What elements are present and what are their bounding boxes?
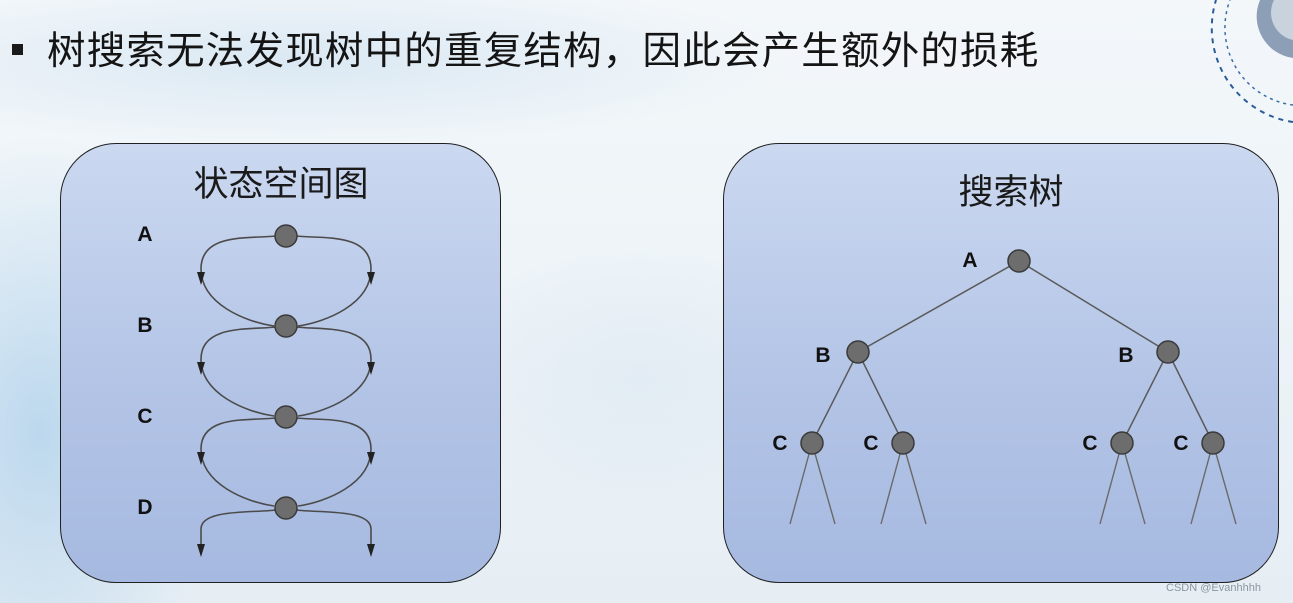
leaf-edge bbox=[1212, 442, 1237, 525]
edge-c-d-right bbox=[295, 417, 372, 507]
graph-node-c-label: C bbox=[137, 405, 152, 428]
tree-edge-a-b2 bbox=[1018, 260, 1169, 353]
leaf-edge bbox=[1190, 442, 1214, 525]
arrow-b-c-right bbox=[367, 362, 375, 375]
leaf-edge bbox=[1099, 442, 1123, 525]
leaf-edge bbox=[789, 442, 813, 525]
state-space-graph-panel: 状态空间图 A B C D bbox=[60, 143, 501, 583]
tree-edge-b2-c3 bbox=[1121, 351, 1169, 444]
leaf-edge bbox=[880, 442, 904, 525]
edge-a-b-right bbox=[295, 235, 372, 327]
tree-node-b-left bbox=[846, 340, 870, 364]
arrow-a-b-right bbox=[367, 272, 375, 285]
tree-node-c-1-label: C bbox=[772, 432, 787, 455]
tree-node-b-right bbox=[1156, 340, 1180, 364]
edge-d-out-left bbox=[200, 509, 277, 554]
tree-node-b-left-label: B bbox=[815, 344, 830, 367]
search-tree-diagram: 搜索树 A B B C C C C bbox=[772, 173, 1237, 525]
arrow-c-d-right bbox=[367, 452, 375, 465]
bullet-square-icon bbox=[12, 43, 23, 55]
tree-node-c-4-label: C bbox=[1173, 432, 1188, 455]
graph-node-a bbox=[274, 224, 298, 248]
edge-d-out-right bbox=[295, 509, 372, 554]
tree-edge-a-b1 bbox=[857, 260, 1020, 353]
leaf-edge bbox=[811, 442, 836, 525]
tree-node-a bbox=[1007, 249, 1031, 273]
graph-node-c bbox=[274, 405, 298, 429]
graph-node-b-label: B bbox=[137, 314, 152, 337]
bullet-point: 树搜索无法发现树中的重复结构，因此会产生额外的损耗 bbox=[12, 20, 1040, 76]
graph-node-b bbox=[274, 314, 298, 338]
tree-node-a-label: A bbox=[962, 249, 977, 272]
tree-node-c-2 bbox=[891, 431, 915, 455]
search-tree-title: 搜索树 bbox=[958, 173, 1063, 213]
tree-edge-b1-c1 bbox=[811, 351, 859, 444]
state-space-graph-title: 状态空间图 bbox=[193, 165, 368, 205]
arrow-d-out-right bbox=[367, 544, 375, 557]
tree-node-c-3 bbox=[1110, 431, 1134, 455]
arrow-d-out-left bbox=[197, 544, 205, 557]
tree-node-c-4 bbox=[1201, 431, 1225, 455]
graph-node-d bbox=[274, 496, 298, 520]
tree-node-b-right-label: B bbox=[1118, 344, 1133, 367]
arrow-a-b-left bbox=[197, 272, 205, 285]
arrow-b-c-left bbox=[197, 362, 205, 375]
leaf-edge bbox=[1121, 442, 1146, 525]
tree-node-c-3-label: C bbox=[1082, 432, 1097, 455]
edge-b-c-left bbox=[200, 326, 277, 417]
edge-b-c-right bbox=[295, 326, 372, 417]
bullet-text: 树搜索无法发现树中的重复结构，因此会产生额外的损耗 bbox=[47, 29, 1040, 74]
tree-edge-b2-c4 bbox=[1167, 351, 1214, 444]
tree-edge-b1-c2 bbox=[857, 351, 904, 444]
tree-node-c-1 bbox=[800, 431, 824, 455]
search-tree-panel: 搜索树 A B B C C C C bbox=[723, 143, 1279, 583]
state-space-graph-diagram: 状态空间图 A B C D bbox=[137, 165, 375, 557]
graph-node-a-label: A bbox=[137, 223, 152, 246]
edge-a-b-left bbox=[200, 235, 277, 327]
arrow-c-d-left bbox=[197, 452, 205, 465]
leaf-edge bbox=[902, 442, 927, 525]
edge-c-d-left bbox=[200, 417, 277, 507]
tree-node-c-2-label: C bbox=[863, 432, 878, 455]
watermark: CSDN @Evanhhhh bbox=[1166, 582, 1261, 594]
corner-logo-decoration bbox=[1210, 0, 1293, 123]
graph-node-d-label: D bbox=[137, 496, 152, 519]
